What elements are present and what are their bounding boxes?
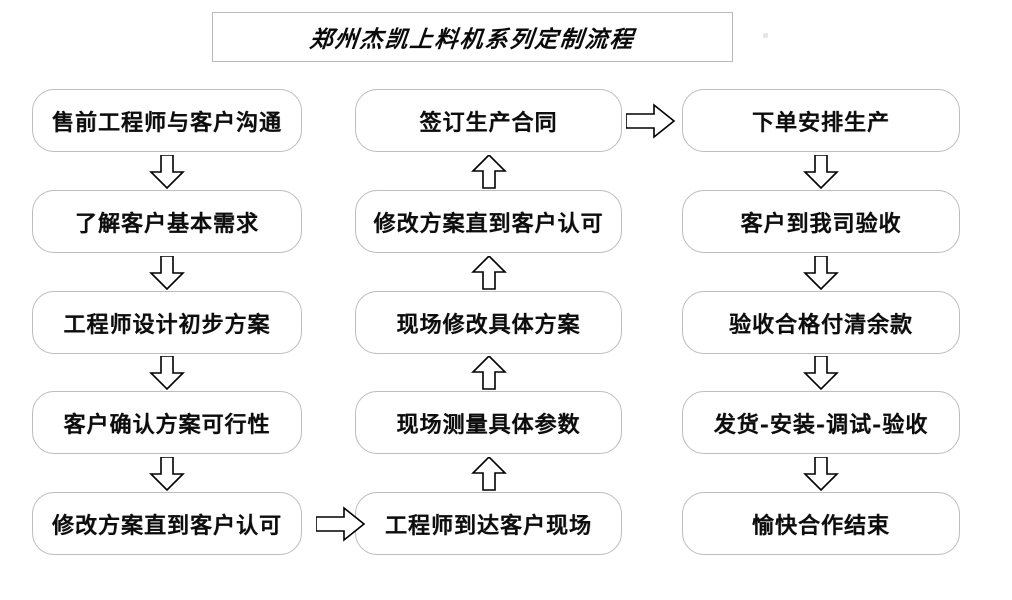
arrow-down-icon-right-3 [799,356,843,390]
node-right-2[interactable]: 客户到我司验收 [682,190,960,253]
node-right-1[interactable]: 下单安排生产 [682,89,960,152]
arrow-up-icon-middle-4 [467,457,511,491]
node-right-3[interactable]: 验收合格付清余款 [682,291,960,354]
node-left-1-label: 售前工程师与客户沟通 [51,109,282,136]
node-right-4-label: 发货-安装-调试-验收 [713,411,929,438]
node-middle-3[interactable]: 现场修改具体方案 [355,291,622,354]
arrow-up-icon-middle-2 [467,256,511,290]
arrow-down-icon-left-3 [145,356,189,390]
node-left-3[interactable]: 工程师设计初步方案 [32,291,302,354]
arrow-down-icon-left-2 [145,256,189,290]
node-right-4[interactable]: 发货-安装-调试-验收 [682,391,960,454]
node-middle-4-label: 现场测量具体参数 [396,411,581,438]
node-middle-4[interactable]: 现场测量具体参数 [355,391,622,454]
node-right-3-label: 验收合格付清余款 [728,311,913,338]
node-right-1-label: 下单安排生产 [751,109,890,136]
node-right-2-label: 客户到我司验收 [740,210,902,237]
chart-title: 郑州杰凯上料机系列定制流程 [308,26,637,53]
node-right-5-label: 愉快合作结束 [751,512,890,539]
scan-artifact-speck [763,33,768,38]
node-left-1[interactable]: 售前工程师与客户沟通 [32,89,302,152]
arrow-right-icon-left-to-middle [316,506,368,542]
node-left-4-label: 客户确认方案可行性 [63,411,271,438]
node-left-2[interactable]: 了解客户基本需求 [32,190,302,253]
node-right-5[interactable]: 愉快合作结束 [682,492,960,555]
arrow-up-icon-middle-1 [467,155,511,189]
node-left-3-label: 工程师设计初步方案 [63,311,271,338]
node-middle-2[interactable]: 修改方案直到客户认可 [355,190,622,253]
arrow-right-icon-middle-to-right [626,103,678,139]
node-middle-5-label: 工程师到达客户现场 [384,512,592,539]
arrow-down-icon-right-4 [799,457,843,491]
node-left-2-label: 了解客户基本需求 [74,210,259,237]
chart-title-box: 郑州杰凯上料机系列定制流程 [212,12,733,62]
node-left-5-label: 修改方案直到客户认可 [51,512,282,539]
node-left-5[interactable]: 修改方案直到客户认可 [32,492,302,555]
node-left-4[interactable]: 客户确认方案可行性 [32,391,302,454]
arrow-down-icon-left-4 [145,457,189,491]
node-middle-1-label: 签订生产合同 [419,109,558,136]
node-middle-3-label: 现场修改具体方案 [396,311,581,338]
node-middle-1[interactable]: 签订生产合同 [355,89,622,152]
arrow-down-icon-right-1 [799,155,843,189]
arrow-down-icon-right-2 [799,256,843,290]
arrow-up-icon-middle-3 [467,356,511,390]
node-middle-5[interactable]: 工程师到达客户现场 [355,492,622,555]
arrow-down-icon-left-1 [145,155,189,189]
node-middle-2-label: 修改方案直到客户认可 [373,210,604,237]
